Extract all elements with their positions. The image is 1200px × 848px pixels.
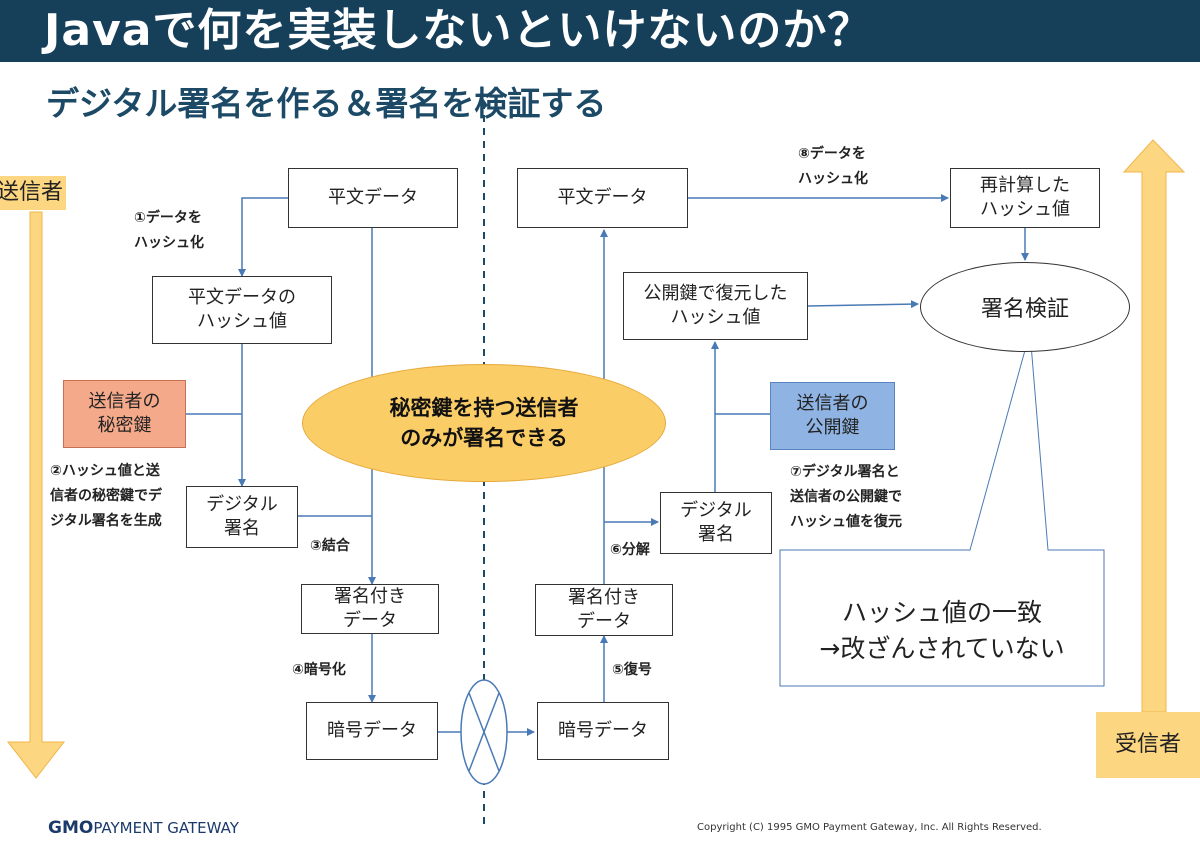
logo-mark: GMO bbox=[48, 818, 94, 838]
connector-restored-to-verify bbox=[807, 300, 919, 309]
step2-label: ②ハッシュ値と送 信者の秘密鍵でデ ジタル署名を生成 bbox=[50, 463, 162, 529]
callout-text: ハッシュ値の一致 →改ざんされていない bbox=[819, 598, 1065, 663]
sender-signed-data-box: 署名付き データ bbox=[301, 584, 439, 634]
logo-text: PAYMENT GATEWAY bbox=[93, 819, 239, 837]
connector-plain-to-hash bbox=[238, 197, 288, 277]
sender-plaintext-hash-box: 平文データの ハッシュ値 bbox=[152, 276, 332, 344]
receiver-encrypted-data-box: 暗号データ bbox=[537, 702, 669, 760]
sender-plaintext-box: 平文データ bbox=[288, 168, 458, 228]
step8-label: ⑧データを ハッシュ化 bbox=[798, 146, 868, 187]
step6-label: ⑥分解 bbox=[610, 542, 650, 558]
sender-encrypted-data-box: 暗号データ bbox=[306, 702, 438, 760]
receiver-side-arrow bbox=[1122, 139, 1186, 713]
step3-label: ③結合 bbox=[310, 538, 350, 554]
signature-verify-node: 署名検証 bbox=[920, 262, 1130, 352]
header-bar: Javaで何を実装しないといけないのか？ bbox=[0, 0, 1200, 62]
private-key-box: 送信者の 秘密鍵 bbox=[63, 380, 186, 448]
copyright-text: Copyright (C) 1995 GMO Payment Gateway, … bbox=[697, 822, 1042, 833]
sender-label: 送信者 bbox=[0, 176, 66, 210]
receiver-plaintext-box: 平文データ bbox=[517, 168, 688, 228]
public-key-box: 送信者の 公開鍵 bbox=[770, 382, 895, 450]
recomputed-hash-box: 再計算した ハッシュ値 bbox=[950, 168, 1100, 228]
page-subtitle: デジタル署名を作る＆署名を検証する bbox=[46, 84, 607, 123]
step5-label: ⑤復号 bbox=[612, 662, 652, 678]
step1-label: ①データを ハッシュ化 bbox=[134, 210, 204, 251]
receiver-signed-data-box: 署名付き データ bbox=[535, 584, 673, 636]
receiver-digital-signature-box: デジタル 署名 bbox=[660, 492, 772, 554]
transmission-node bbox=[460, 679, 508, 785]
restored-hash-box: 公開鍵で復元した ハッシュ値 bbox=[623, 272, 808, 340]
sender-digital-signature-box: デジタル 署名 bbox=[186, 486, 298, 548]
sender-side-arrow bbox=[6, 211, 66, 779]
private-key-note: 秘密鍵を持つ送信者 のみが署名できる bbox=[302, 364, 666, 482]
gmo-logo: GMOPAYMENT GATEWAY bbox=[48, 818, 239, 838]
step4-label: ④暗号化 bbox=[292, 662, 346, 678]
receiver-label: 受信者 bbox=[1096, 712, 1200, 778]
page-title: Javaで何を実装しないといけないのか？ bbox=[44, 5, 873, 56]
callout-shape bbox=[779, 331, 1105, 687]
step7-label: ⑦デジタル署名と 送信者の公開鍵で ハッシュ値を復元 bbox=[790, 464, 902, 530]
